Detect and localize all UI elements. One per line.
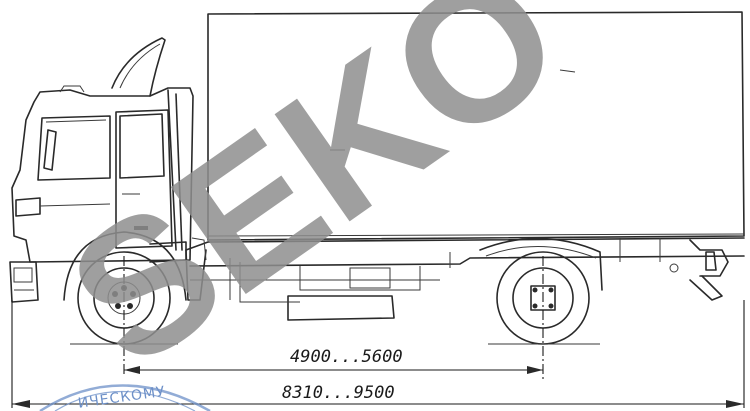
cargo-box	[207, 11, 745, 241]
overall-length-label: 8310...9500	[282, 383, 395, 403]
rear-wheel	[488, 251, 600, 345]
chassis-frame	[185, 237, 745, 321]
wheelbase-label: 4900...5600	[290, 347, 403, 367]
dimension-lines	[11, 256, 745, 408]
cab	[9, 37, 194, 303]
stamp: ИЧЕСКОМУ	[39, 384, 211, 411]
